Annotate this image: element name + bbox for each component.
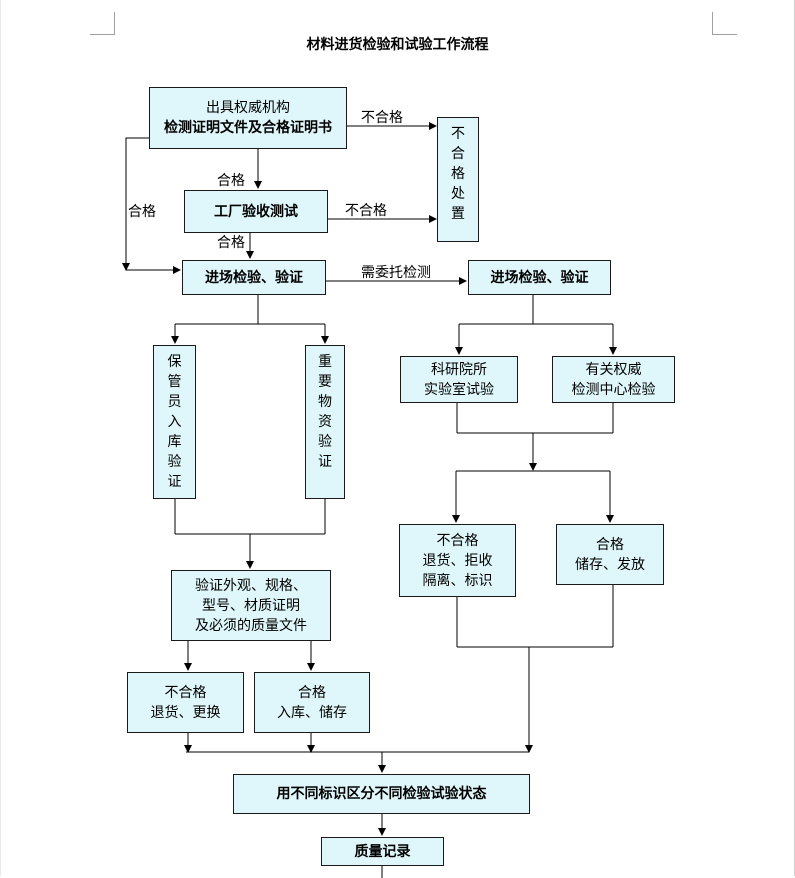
right-pass-line-2: 储存、发放 xyxy=(575,556,645,573)
key-material-char: 证 xyxy=(318,454,332,470)
entry-check-left-label: 进场检验、验证 xyxy=(205,269,303,286)
reject-char: 置 xyxy=(451,206,465,222)
verify-docs-line-2: 型号、材质证明 xyxy=(202,597,300,614)
quality-record-box: 质量记录 xyxy=(321,837,444,866)
authority-center-line-2: 检测中心检验 xyxy=(571,381,656,398)
key-material-char: 物 xyxy=(318,394,332,410)
keeper-char: 员 xyxy=(167,394,182,410)
label-fail-mid: 不合格 xyxy=(345,203,387,219)
certificate-box: 出具权威机构 检测证明文件及合格证明书 xyxy=(149,87,347,149)
factory-test-box: 工厂验收测试 xyxy=(184,190,328,233)
factory-test-label: 工厂验收测试 xyxy=(214,203,298,220)
keeper-char: 证 xyxy=(167,474,182,490)
quality-record-label: 质量记录 xyxy=(354,843,411,860)
left-pass-line-1: 合格 xyxy=(298,684,326,701)
certificate-line-2: 检测证明文件及合格证明书 xyxy=(164,120,332,136)
verify-docs-box: 验证外观、规格、 型号、材质证明 及必须的质量文件 xyxy=(171,570,331,641)
left-fail-line-2: 退货、更换 xyxy=(150,704,221,721)
key-material-char: 验 xyxy=(318,434,332,450)
left-fail-box: 不合格 退货、更换 xyxy=(127,672,244,733)
keeper-verify-box: 保 管 员 入 库 验 证 xyxy=(153,345,196,499)
left-fail-line-1: 不合格 xyxy=(164,684,207,701)
right-fail-line-3: 隔离、标识 xyxy=(422,572,493,589)
key-material-char: 重 xyxy=(318,354,332,370)
certificate-line-1: 出具权威机构 xyxy=(206,100,290,116)
reject-handling-box: 不 合 格 处 置 xyxy=(437,117,479,242)
keeper-char: 管 xyxy=(167,374,182,390)
label-pass-top: 合格 xyxy=(217,173,245,189)
key-material-box: 重 要 物 资 验 证 xyxy=(305,345,345,499)
reject-char: 处 xyxy=(451,186,465,202)
right-fail-line-2: 退货、拒收 xyxy=(422,552,493,569)
status-mark-label: 用不同标识区分不同检验试验状态 xyxy=(276,786,487,802)
entry-check-right-label: 进场检验、验证 xyxy=(490,269,589,286)
verify-docs-line-1: 验证外观、规格、 xyxy=(195,577,307,594)
keeper-char: 库 xyxy=(167,434,182,450)
status-mark-box: 用不同标识区分不同检验试验状态 xyxy=(233,774,530,814)
reject-char: 不 xyxy=(451,126,465,142)
authority-center-line-1: 有关权威 xyxy=(585,361,642,378)
right-pass-line-1: 合格 xyxy=(596,536,624,553)
left-pass-box: 合格 入库、储存 xyxy=(254,672,370,733)
key-material-char: 要 xyxy=(318,374,332,390)
corner-mark-top-left xyxy=(90,12,115,35)
reject-char: 合 xyxy=(451,146,465,162)
reject-char: 格 xyxy=(451,166,465,182)
label-fail-top: 不合格 xyxy=(361,110,403,126)
right-fail-box: 不合格 退货、拒收 隔离、标识 xyxy=(399,524,516,597)
institute-lab-line-1: 科研院所 xyxy=(431,361,487,378)
verify-docs-line-3: 及必须的质量文件 xyxy=(195,617,307,634)
entry-check-right-box: 进场检验、验证 xyxy=(468,260,611,295)
right-fail-line-1: 不合格 xyxy=(436,532,479,549)
label-pass-mid: 合格 xyxy=(217,235,245,251)
institute-lab-box: 科研院所 实验室试验 xyxy=(400,356,518,403)
page-title: 材料进货检验和试验工作流程 xyxy=(306,37,489,53)
key-material-char: 资 xyxy=(318,414,332,430)
entry-check-left-box: 进场检验、验证 xyxy=(182,260,326,295)
corner-mark-top-right xyxy=(712,12,737,35)
institute-lab-line-2: 实验室试验 xyxy=(424,381,494,398)
keeper-char: 保 xyxy=(167,354,182,370)
keeper-char: 入 xyxy=(167,414,182,430)
label-commission: 需委托检测 xyxy=(361,265,431,281)
left-pass-line-2: 入库、储存 xyxy=(277,704,347,721)
label-pass-side: 合格 xyxy=(128,204,156,220)
right-pass-box: 合格 储存、发放 xyxy=(556,524,664,585)
authority-center-box: 有关权威 检测中心检验 xyxy=(552,356,675,403)
keeper-char: 验 xyxy=(167,454,182,470)
